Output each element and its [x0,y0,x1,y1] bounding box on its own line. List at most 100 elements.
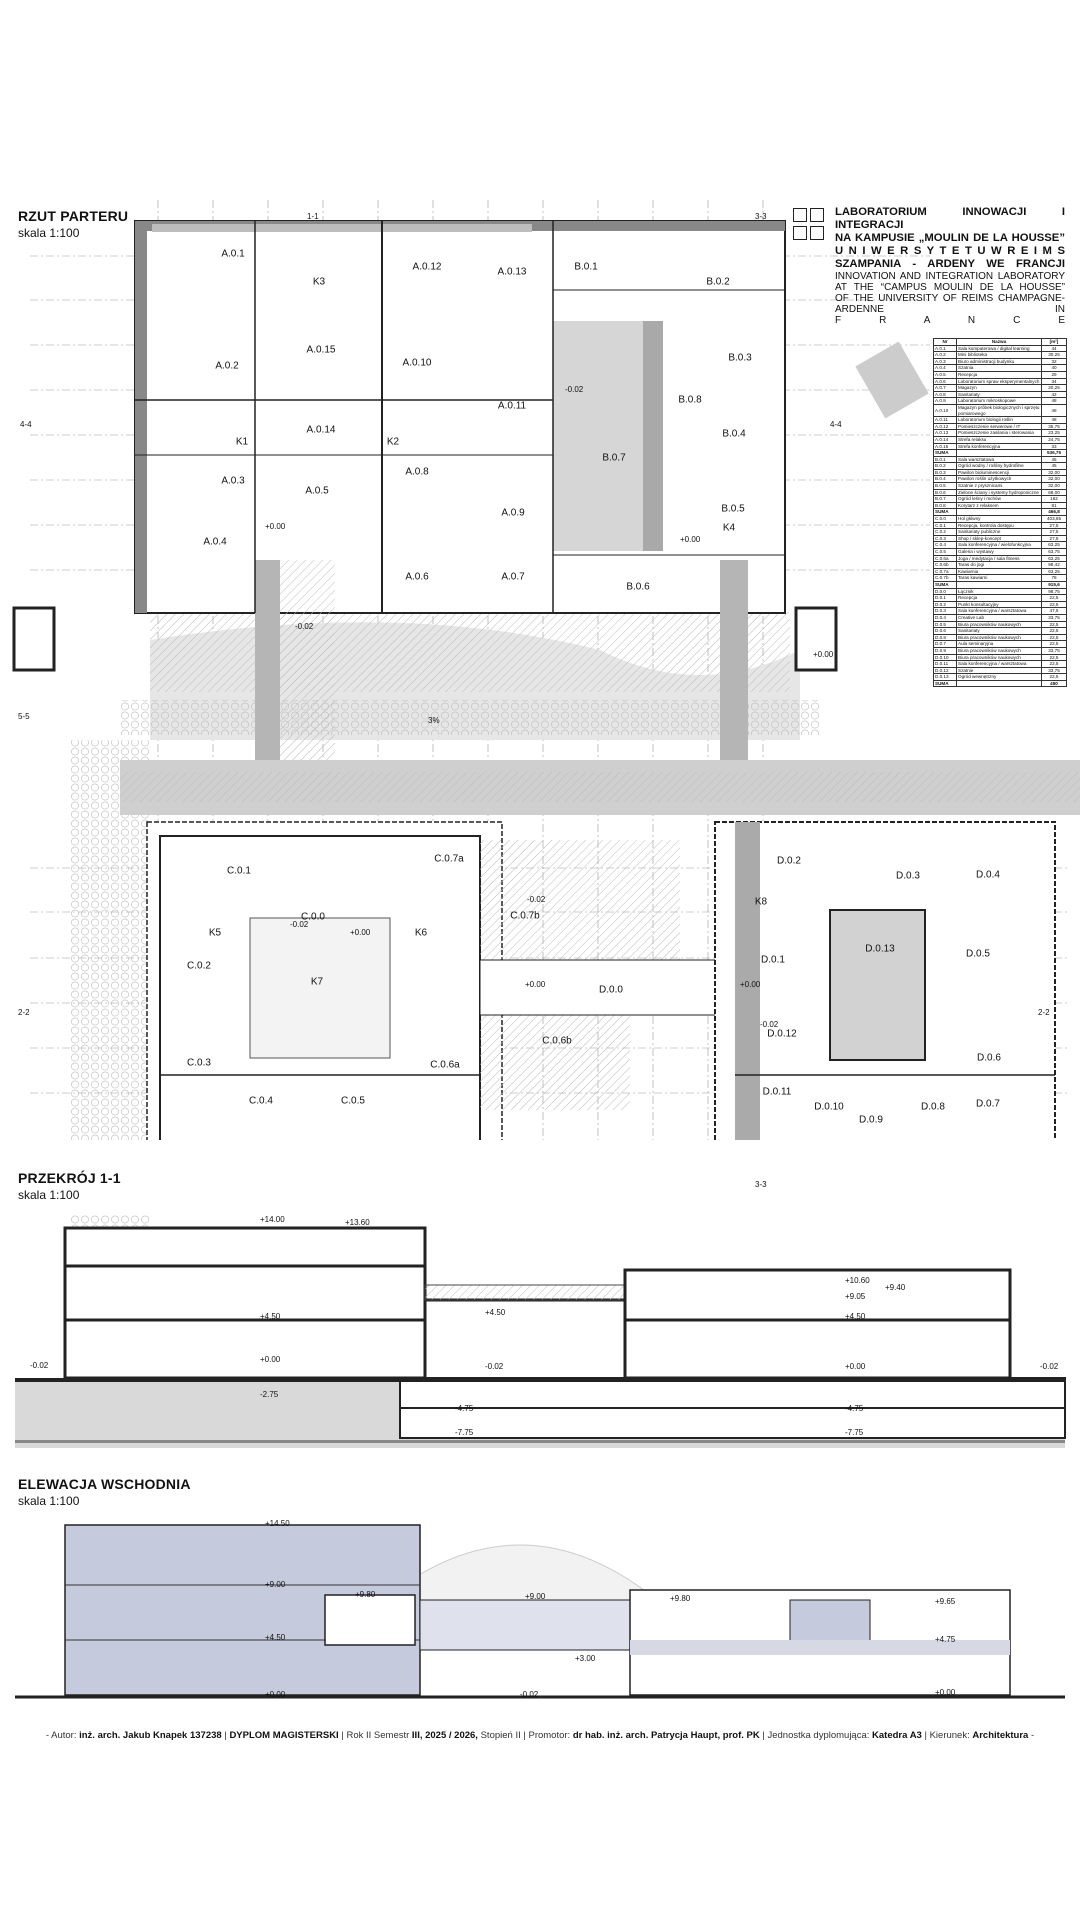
footer-sep: | [921,1730,930,1741]
room-area: 30,25 [1041,351,1067,359]
level-marker: 2-2 [18,1008,30,1017]
room-number: C.0.1 [933,521,957,530]
room-area: 33,75 [1041,666,1067,675]
room-label: A.0.2 [215,360,239,372]
room-label: K1 [235,436,249,448]
room-area: 22,5 [1041,620,1067,629]
footer-credits: - Autor: inż. arch. Jakub Knapek 137238 … [0,1730,1080,1741]
room-name: Sala konferencyjna / warsztatowa [956,660,1042,668]
room-label: D.0.7 [976,1098,1000,1110]
room-number: B.0.3 [933,468,957,477]
room-label: B.0.8 [678,394,702,406]
room-label: B.0.2 [706,276,730,288]
elevation-level-marker: +9.80 [670,1594,691,1603]
room-label: K3 [312,276,326,288]
room-number: A.0.6 [933,377,957,386]
room-number: D.0.10 [933,653,957,662]
room-area: 98,75 [1041,587,1067,596]
room-name: Strefa konferencyjna [956,442,1042,451]
room-number: D.0.9 [933,646,957,655]
room-area: 22,5 [1041,633,1067,642]
room-label: K2 [386,436,400,448]
room-area: 45 [1041,455,1067,464]
plan-scale: skala 1:100 [18,226,80,240]
title-en-line: AT THE “CAMPUS MOULIN DE LA HOUSSE” [835,282,1065,293]
room-label: C.0.6a [430,1059,460,1071]
room-area: 78 [1041,574,1067,582]
room-name: Ogród wewnętrzny [956,673,1042,681]
room-label: A.0.1 [221,248,245,260]
room-area: 24,75 [1041,435,1067,444]
room-number: A.0.13 [933,429,957,437]
room-number: D.0.12 [933,666,957,675]
room-name: Szatnie [956,666,1042,675]
room-label: C.0.0 [301,911,325,923]
level-marker: +0.00 [350,928,371,937]
level-marker: 5-5 [18,712,30,721]
section-level-marker: +9.05 [845,1292,866,1301]
room-area: 32,00 [1041,482,1067,490]
elevation-level-marker: +0.00 [265,1690,286,1699]
room-name: Biura pracowników naukowych [956,620,1042,629]
level-marker: +0.00 [525,980,546,989]
room-name: Recepcja, kontrola dostępu [956,521,1042,530]
project-title-block: LABORATORIUM INNOWACJI I INTEGRACJI NA K… [835,206,1065,326]
room-area: 22,5 [1041,660,1067,668]
room-area: 42 [1041,390,1067,399]
room-number: D.0.7 [933,640,957,648]
room-name: Pawilon roślin użytkowych [956,475,1042,484]
room-label: B.0.6 [626,581,650,593]
room-number: C.0.6a [933,554,957,563]
room-name: Biura pracowników naukowych [956,653,1042,662]
room-area: 27,5 [1041,528,1067,536]
room-label: A.0.9 [501,507,525,519]
plan-title: RZUT PARTERU [18,208,129,224]
room-number: D.0.13 [933,673,957,681]
col-header-name: Nazwa [956,338,1042,346]
room-label: B.0.3 [728,352,752,364]
room-name: Mini biblioteka [956,351,1042,359]
room-number: C.0.3 [933,534,957,543]
room-name: Szatnie z prysznicami [956,482,1042,490]
room-name: Biura pracowników naukowych [956,633,1042,642]
section-level-marker: -7.75 [845,1428,864,1437]
room-number: A.0.9 [933,397,957,405]
room-label: A.0.3 [221,475,245,487]
room-name: Sanitariaty [956,390,1042,399]
room-name: Zielone ściany i systemy hydroponiczne [956,488,1042,497]
room-label: A.0.14 [306,424,336,436]
room-name: Ogród wodny / rośliny hydrofilne [956,462,1042,470]
room-name: Biuro administracji budynku [956,357,1042,366]
room-number: D.0.3 [933,607,957,615]
room-number: C.0.0 [933,515,957,523]
room-name: Joga / medytacja / sala fitness [956,554,1042,563]
room-label: C.0.3 [187,1057,211,1069]
room-number: D.0.11 [933,660,957,668]
room-area: 48 [1041,397,1067,405]
section-level-marker: +9.40 [885,1283,906,1292]
elevation-level-marker: +4.75 [935,1635,956,1644]
room-label: D.0.6 [977,1052,1001,1064]
room-number: B.0.2 [933,462,957,470]
room-area: 23,25 [1041,429,1067,437]
room-name: Hol główny [956,515,1042,523]
room-label: A.0.7 [501,571,525,583]
room-name [956,679,1042,688]
room-area: 22,5 [1041,600,1067,609]
